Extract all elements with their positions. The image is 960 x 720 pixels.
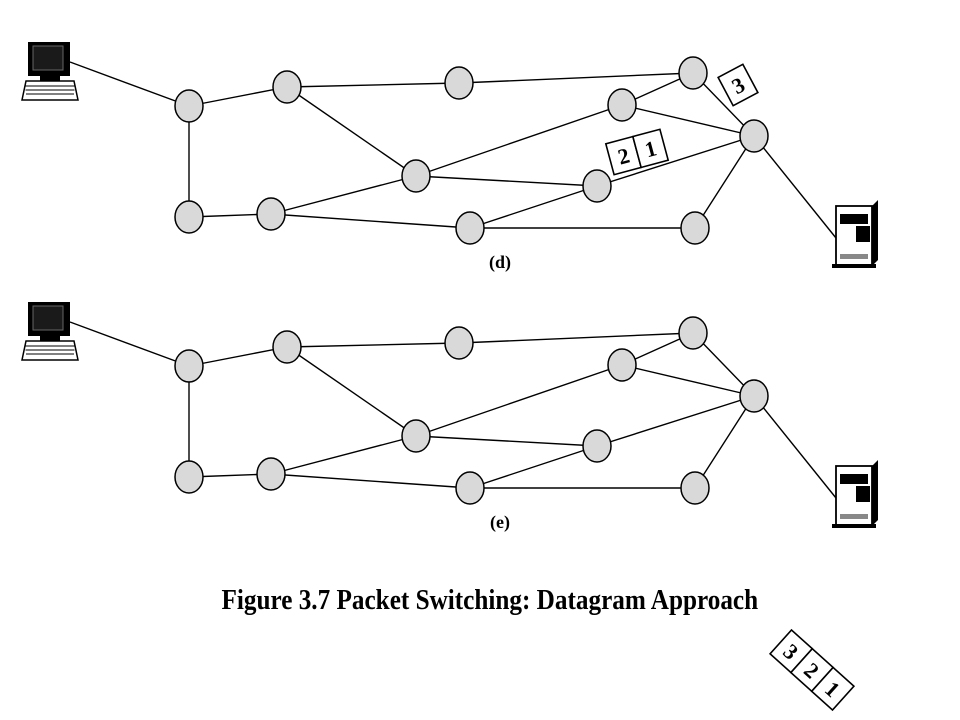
network-link <box>694 135 755 229</box>
switch-node <box>272 70 302 104</box>
switch-node <box>739 379 769 413</box>
switch-node <box>582 169 612 203</box>
switch-node <box>444 66 474 100</box>
network-link <box>458 72 694 84</box>
packet-group: 321 <box>768 628 856 712</box>
switch-node <box>401 419 431 453</box>
computer-icon <box>21 302 79 361</box>
network-link <box>621 104 755 137</box>
destination-link <box>753 135 837 239</box>
network-link <box>286 86 417 177</box>
switch-node <box>455 471 485 505</box>
switch-node <box>174 200 204 234</box>
network-link <box>286 346 417 437</box>
switch-node <box>680 471 710 505</box>
packet-group: 3 <box>717 63 759 107</box>
switch-node <box>582 429 612 463</box>
network-link <box>270 175 417 215</box>
switch-node <box>607 88 637 122</box>
switch-node <box>455 211 485 245</box>
network-links <box>188 332 755 489</box>
network-link <box>596 395 755 447</box>
switch-node <box>174 460 204 494</box>
switch-node <box>444 326 474 360</box>
packet-box <box>631 128 670 169</box>
panel-label: (e) <box>490 512 510 533</box>
destination-link <box>753 395 837 499</box>
computer-icon <box>21 42 79 101</box>
switch-node <box>272 330 302 364</box>
network-link <box>415 364 623 437</box>
packet-box <box>717 63 759 107</box>
network-link <box>415 175 598 187</box>
switch-node <box>680 211 710 245</box>
network-link <box>270 435 417 475</box>
switch-node <box>739 119 769 153</box>
network-link <box>694 395 755 489</box>
figure-caption: Figure 3.7 Packet Switching: Datagram Ap… <box>221 585 759 616</box>
network-nodes <box>174 56 769 245</box>
panel-e: 321 (e) <box>21 302 878 712</box>
network-nodes <box>174 316 769 505</box>
network-link <box>270 213 471 229</box>
network-link <box>415 435 598 447</box>
network-link <box>415 104 623 177</box>
switch-node <box>174 89 204 123</box>
switch-node <box>256 197 286 231</box>
network-link <box>621 364 755 397</box>
switch-node <box>401 159 431 193</box>
network-link <box>188 346 288 367</box>
network-link <box>469 185 598 229</box>
server-icon <box>832 460 878 528</box>
switch-node <box>174 349 204 383</box>
packet-box <box>810 666 856 712</box>
network-link <box>596 135 755 187</box>
network-link <box>469 445 598 489</box>
switch-node <box>678 316 708 350</box>
network-link <box>286 342 460 348</box>
server-icon <box>832 200 878 268</box>
panel-label: (d) <box>489 252 511 273</box>
network-link <box>286 82 460 88</box>
source-link <box>69 61 190 107</box>
network-link <box>188 86 288 107</box>
switch-node <box>678 56 708 90</box>
switch-node <box>607 348 637 382</box>
switch-node <box>256 457 286 491</box>
source-link <box>69 321 190 367</box>
network-link <box>458 332 694 344</box>
network-link <box>270 473 471 489</box>
